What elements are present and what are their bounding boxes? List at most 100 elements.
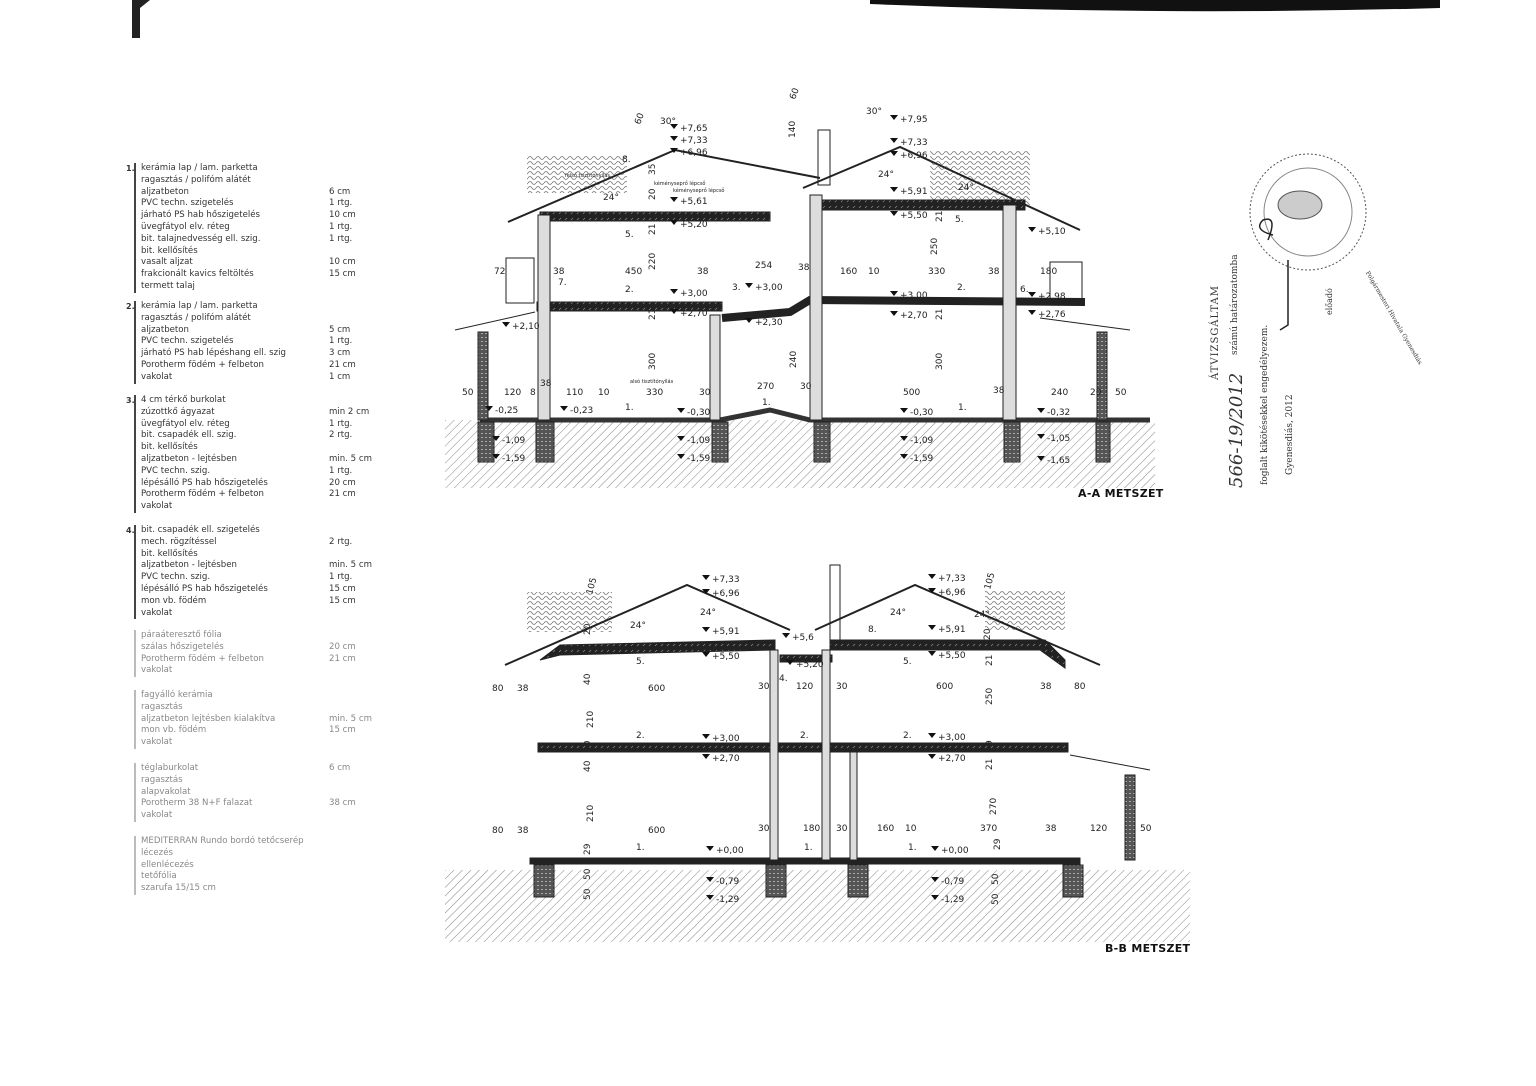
aa-roof-tiles-left xyxy=(527,155,627,193)
dimension-label: 24° xyxy=(878,170,894,180)
aa-balcony-rail-right xyxy=(1049,261,1083,303)
legend-layer: ragasztás / polifóm alátét xyxy=(141,174,251,185)
legend-row: lécezés xyxy=(141,848,401,860)
level-label: +6,96 xyxy=(900,151,928,161)
aa-ground-slab xyxy=(480,407,1150,423)
legend-layer: vakolat xyxy=(141,810,173,821)
level-label: +3,00 xyxy=(938,733,966,743)
level-marker-icon xyxy=(670,220,678,225)
legend-layer: aljzatbeton xyxy=(141,324,190,335)
legend-thickness: 20 cm xyxy=(329,641,356,652)
aa-floor-slab-left xyxy=(536,301,723,312)
dimension-label: 240 xyxy=(789,351,799,368)
dimension-label: 21 xyxy=(648,224,658,235)
level-marker-icon xyxy=(702,575,710,580)
level-marker-icon xyxy=(485,406,493,411)
level-marker-icon xyxy=(1037,434,1045,439)
legend-row: tetőfólia xyxy=(141,871,401,883)
legend-thickness: 6 cm xyxy=(329,186,351,197)
legend-layer: bit. kellősítés xyxy=(141,245,198,256)
level-label: -0,79 xyxy=(716,877,740,887)
level-marker-icon xyxy=(670,136,678,141)
legend-thickness: 15 cm xyxy=(329,595,356,606)
dimension-label: 140 xyxy=(788,121,798,138)
dimension-label: 180 xyxy=(1040,267,1057,277)
level-marker-icon xyxy=(928,754,936,759)
legend-layer: ragasztás xyxy=(141,701,183,712)
level-marker-icon xyxy=(670,309,678,314)
legend-thickness: 38 cm xyxy=(329,798,356,809)
seal-emblem xyxy=(1277,190,1323,220)
legend-layer: frakcionált kavics feltöltés xyxy=(141,269,254,280)
legend-layer: vakolat xyxy=(141,501,173,512)
dimension-label: 24° xyxy=(958,183,974,193)
bb-floor-slab xyxy=(537,742,1069,753)
legend-thickness: 1 rtg. xyxy=(329,198,353,209)
legend-layer: fagyálló kerámia xyxy=(141,690,213,700)
dimension-label: 1. xyxy=(958,403,967,413)
dimension-label: 120 xyxy=(504,388,521,398)
level-marker-icon xyxy=(745,318,753,323)
section-bb-title: B-B METSZET xyxy=(1105,942,1191,955)
dimension-label: kéményseprő lépcső xyxy=(673,187,724,194)
legend-layer: vakolat xyxy=(141,665,173,676)
level-label: +0,00 xyxy=(716,846,744,856)
legend-layer: ellenlécezés xyxy=(141,859,194,870)
legend-thickness: min. 5 cm xyxy=(329,560,372,571)
level-marker-icon xyxy=(931,846,939,851)
legend-layer: aljzatbeton xyxy=(141,186,190,197)
level-label: +7,33 xyxy=(900,138,928,148)
dimension-label: 250 xyxy=(930,238,940,255)
dimension-label: 120 xyxy=(796,682,813,692)
level-marker-icon xyxy=(1028,310,1036,315)
level-label: +5,91 xyxy=(938,625,966,635)
level-marker-icon xyxy=(670,148,678,153)
legend-thickness: min 2 cm xyxy=(329,406,370,417)
legend-thickness: 10 cm xyxy=(329,257,356,268)
legend-thickness: 21 cm xyxy=(329,359,356,370)
aa-ground xyxy=(445,420,1155,488)
dimension-label: 330 xyxy=(646,388,663,398)
level-label: -1,29 xyxy=(941,895,965,905)
dimension-label: 160 xyxy=(877,824,894,834)
aa-wall-4 xyxy=(1002,204,1017,421)
legend-group-number: 1. xyxy=(126,164,135,173)
level-marker-icon xyxy=(928,651,936,656)
level-label: +3,00 xyxy=(680,289,708,299)
bb-roof-left xyxy=(504,583,791,666)
dimension-label: 270 xyxy=(989,798,999,815)
level-label: +7,33 xyxy=(680,136,708,146)
dimension-label: 4. xyxy=(779,674,788,684)
dimension-label: 60 xyxy=(788,87,801,101)
dimension-label: 38 xyxy=(517,826,529,836)
dimension-label: 180 xyxy=(803,824,820,834)
level-label: +5,10 xyxy=(1038,227,1066,237)
legend-group-number: 3. xyxy=(126,396,135,405)
legend-layer: lépésálló PS hab hőszigetelés xyxy=(141,477,268,488)
legend-layer: mon vb. födém xyxy=(141,725,207,736)
level-marker-icon xyxy=(1037,456,1045,461)
level-marker-icon xyxy=(677,408,685,413)
bb-roof-right xyxy=(814,583,1101,666)
dimension-label: 80 xyxy=(1074,682,1086,692)
level-marker-icon xyxy=(702,589,710,594)
stamp-line3: Gyenesdiás, 2012 xyxy=(1285,394,1295,475)
aa-wall-2 xyxy=(709,314,721,421)
level-label: +2,10 xyxy=(512,322,540,332)
level-marker-icon xyxy=(900,454,908,459)
dimension-label: 72 xyxy=(494,267,505,277)
dimension-label: 600 xyxy=(936,682,953,692)
dimension-label: 40 xyxy=(583,760,593,772)
stamp-line2: foglalt kikötésekkel engedélyezem. xyxy=(1260,324,1270,485)
level-label: +7,33 xyxy=(712,575,740,585)
dimension-label: 1. xyxy=(636,843,645,853)
dimension-label: 60 xyxy=(633,112,646,126)
